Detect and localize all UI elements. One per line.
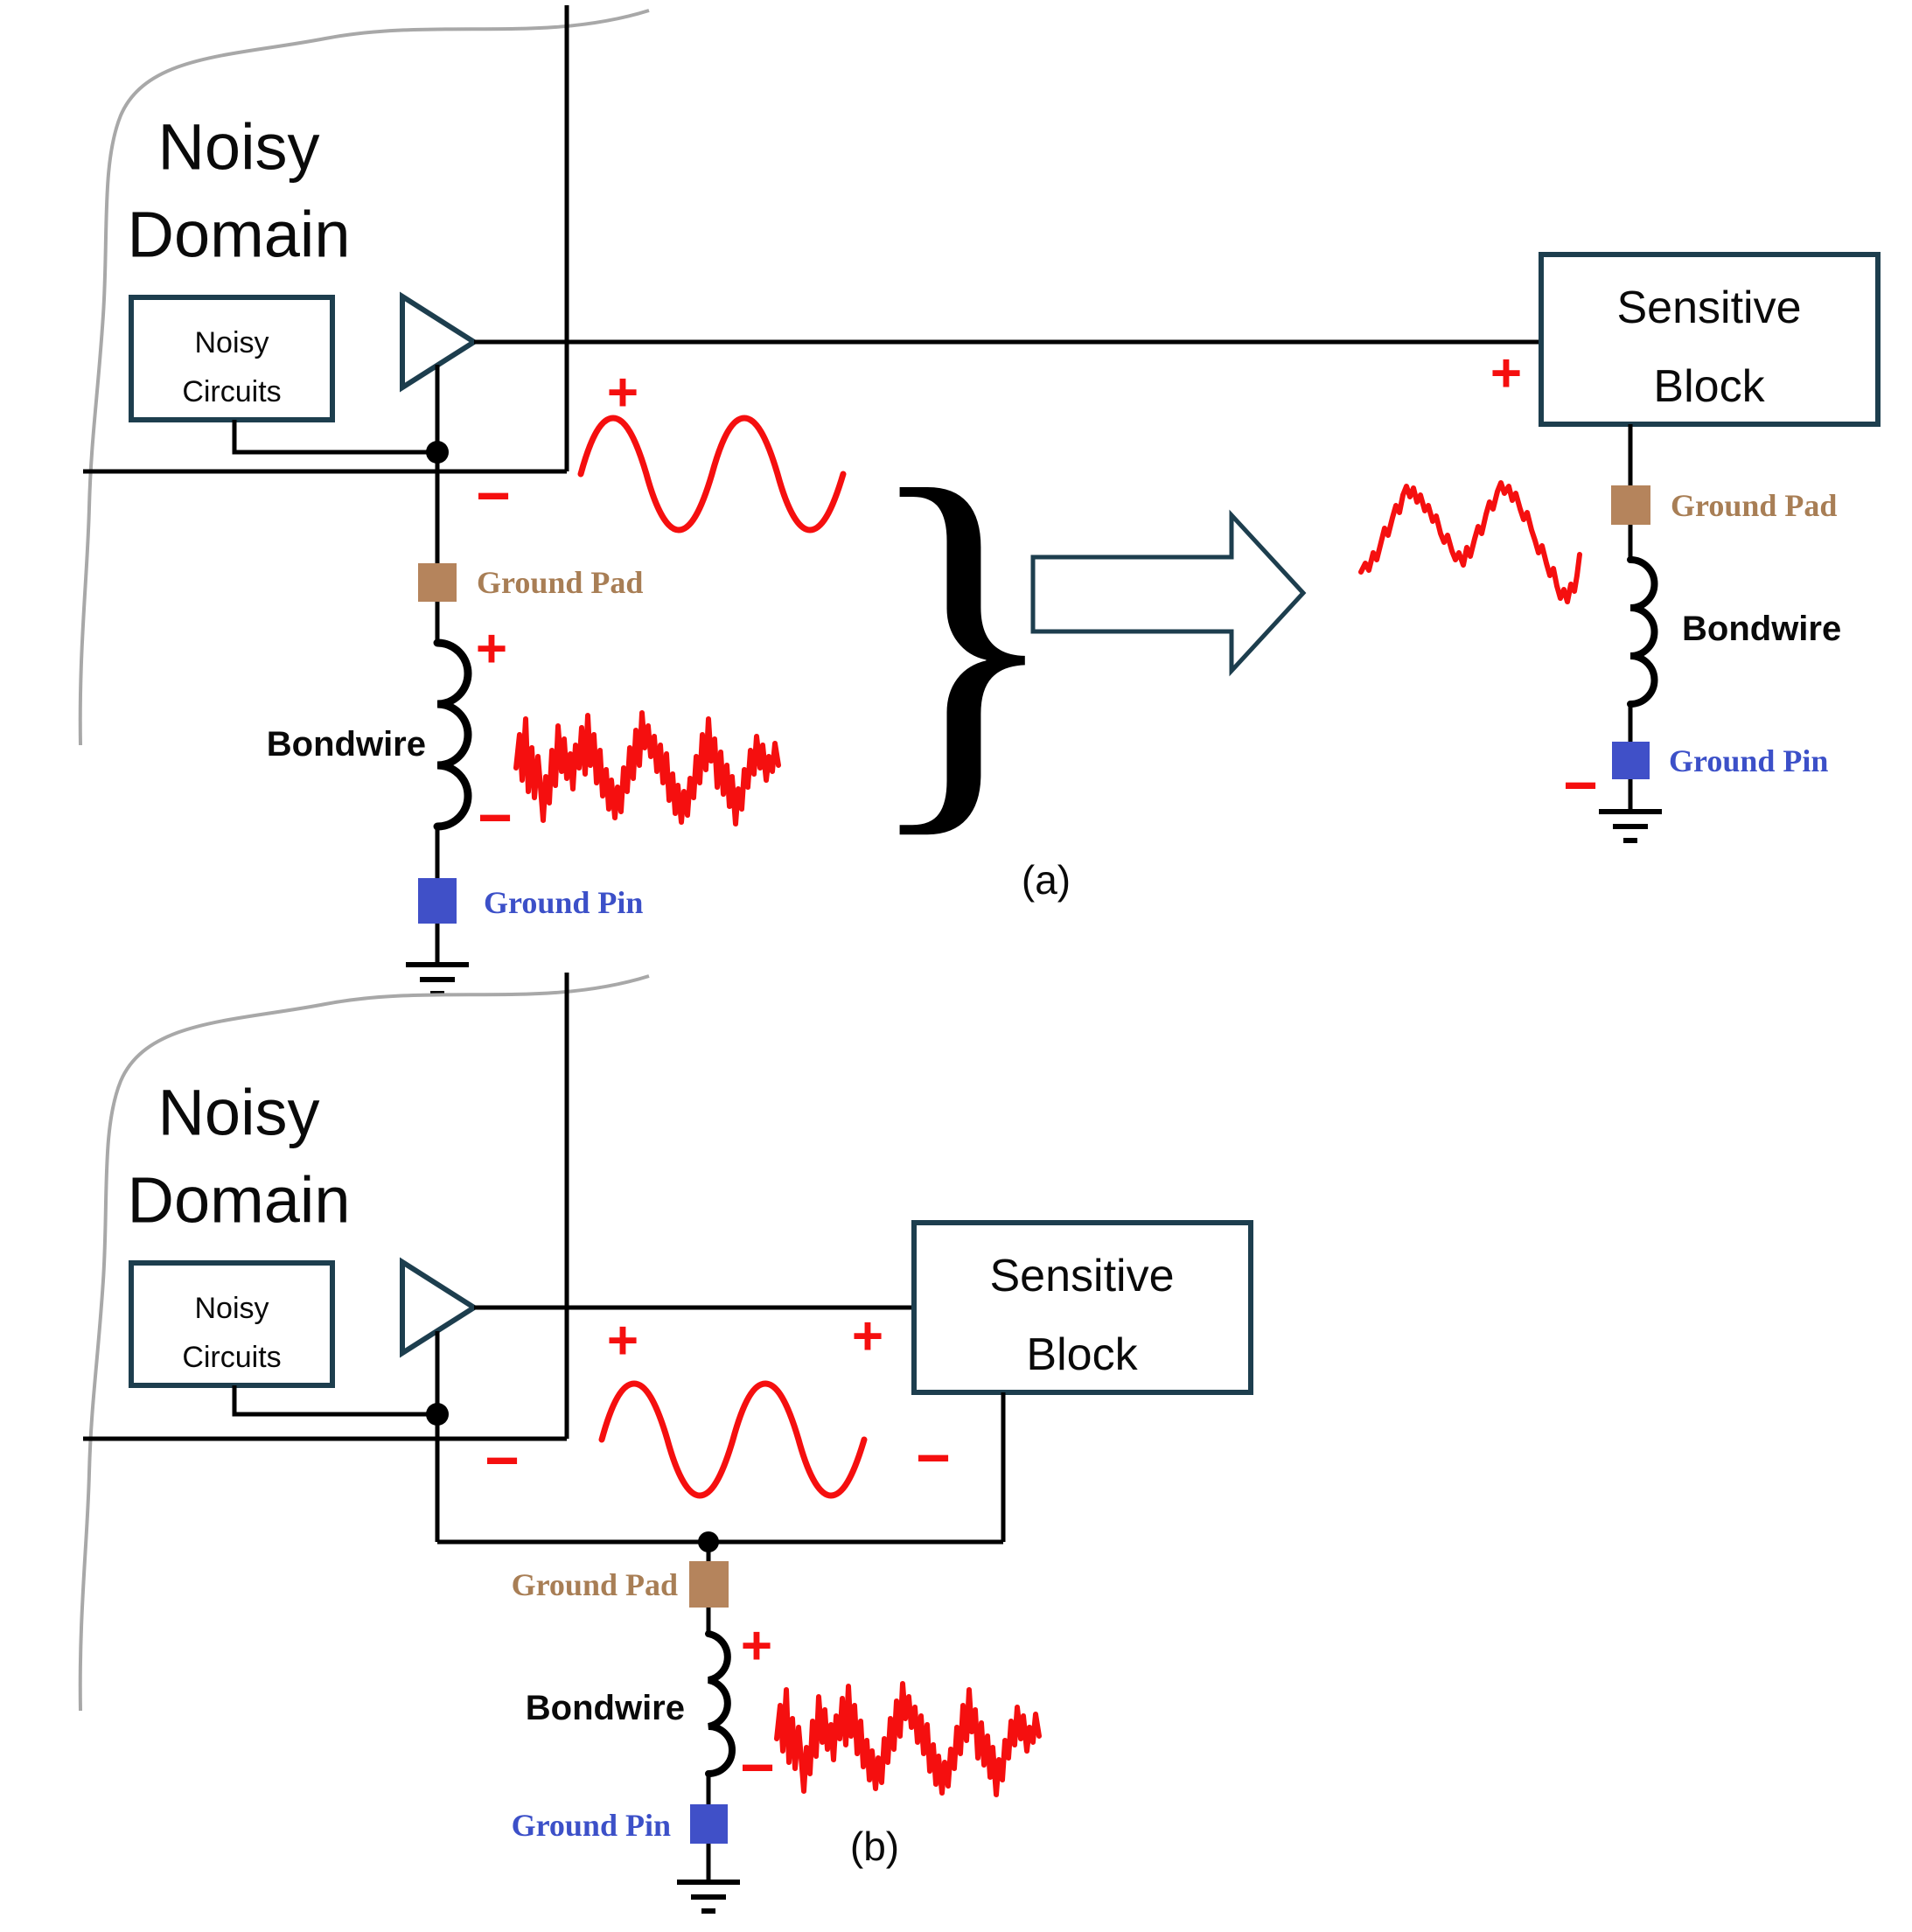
circuits-ground-wire-a: [232, 420, 437, 455]
inductor-coil-a-right: [1627, 556, 1658, 708]
sine-wave-b: [602, 1384, 864, 1496]
sensitive-block-label-line2-b: Block: [1026, 1329, 1138, 1380]
minus-marker-b-right: −: [916, 1425, 951, 1491]
ground-pad-label-a-right: Ground Pad: [1671, 488, 1837, 523]
block-arrow-icon: [1030, 509, 1307, 677]
ground-pad-square-a-left: [418, 563, 457, 602]
noisy-domain-title-line2-b: Domain: [128, 1164, 351, 1237]
ground-icon-a-right: [1599, 812, 1662, 840]
sensitive-block-label-line2-a: Block: [1653, 361, 1765, 412]
noisy-domain-title-line1-a: Noisy: [157, 111, 319, 184]
ground-pad-label-a-left: Ground Pad: [477, 565, 643, 600]
ground-pad-label-b: Ground Pad: [512, 1567, 678, 1602]
minus-marker-b-left: −: [485, 1427, 520, 1494]
minus-marker-a-signal: −: [476, 463, 511, 529]
minus-marker-a-bondwire: −: [478, 785, 513, 851]
sensitive-block-box-b: [911, 1220, 1253, 1395]
noisy-circuits-box-b: [129, 1260, 335, 1388]
noise-wave-a-left: [516, 713, 778, 824]
noisy-circuits-label-line2-b: Circuits: [182, 1341, 281, 1374]
buffer-triangle-b: [400, 1257, 479, 1358]
circuits-ground-wire-b: [232, 1385, 437, 1417]
ground-pin-label-a-right: Ground Pin: [1669, 743, 1828, 778]
plus-marker-b-right: +: [852, 1307, 883, 1367]
inductor-coil-a-left: [433, 638, 472, 831]
minus-marker-b-bondwire: −: [740, 1734, 775, 1801]
ground-icon-b: [677, 1882, 740, 1911]
junction-dot-a: [426, 441, 449, 464]
torn-edge-a: [78, 9, 650, 746]
noisy-circuits-label-line1-b: Noisy: [194, 1292, 269, 1325]
ground-pin-square-b: [690, 1804, 728, 1844]
plus-marker-a-bondwire: +: [476, 619, 507, 680]
junction-dot-b-left: [426, 1403, 449, 1426]
plus-marker-b-left: +: [607, 1311, 638, 1371]
sine-wave-a: [581, 418, 843, 530]
plus-marker-a-block: +: [1490, 344, 1522, 404]
noisy-circuits-label-line2-a: Circuits: [182, 375, 281, 408]
bondwire-label-a-left: Bondwire: [267, 725, 426, 764]
noisy-circuits-label-line1-a: Noisy: [194, 326, 269, 359]
ground-icon-a-left: [406, 965, 469, 994]
curly-brace-icon: }: [862, 404, 1063, 869]
torn-edge-b: [78, 974, 650, 1712]
panel-a: Noisy Domain Noisy Circuits + − Ground P…: [78, 5, 1881, 994]
noisy-sine-wave-a: [1361, 483, 1580, 602]
ground-pin-label-a-left: Ground Pin: [484, 885, 643, 920]
ground-pin-label-b: Ground Pin: [512, 1808, 671, 1843]
minus-marker-a-block-ground: −: [1563, 752, 1598, 819]
plus-marker-b-bondwire: +: [741, 1616, 772, 1677]
sensitive-block-label-line1-b: Sensitive: [990, 1251, 1175, 1301]
caption-a: (a): [1022, 857, 1071, 903]
ground-pad-square-a-right: [1611, 485, 1650, 525]
bondwire-label-b: Bondwire: [526, 1689, 685, 1727]
caption-b: (b): [850, 1824, 899, 1869]
sensitive-block-box-a: [1539, 252, 1881, 427]
ground-pad-square-b: [689, 1561, 729, 1608]
inductor-coil-b: [705, 1630, 736, 1777]
plus-marker-a-signal: +: [607, 363, 638, 423]
noise-wave-b: [777, 1684, 1039, 1795]
noisy-domain-title-line1-b: Noisy: [157, 1077, 319, 1149]
bondwire-label-a-right: Bondwire: [1682, 610, 1841, 648]
noisy-domain-title-line2-a: Domain: [128, 199, 351, 271]
panel-b: Noisy Domain Noisy Circuits + + − − Sens…: [78, 973, 1253, 1911]
sensitive-block-label-line1-a: Sensitive: [1617, 282, 1802, 333]
ground-pin-square-a-left: [418, 878, 457, 924]
ground-pin-square-a-right: [1612, 742, 1650, 779]
noisy-circuits-box-a: [129, 295, 335, 422]
